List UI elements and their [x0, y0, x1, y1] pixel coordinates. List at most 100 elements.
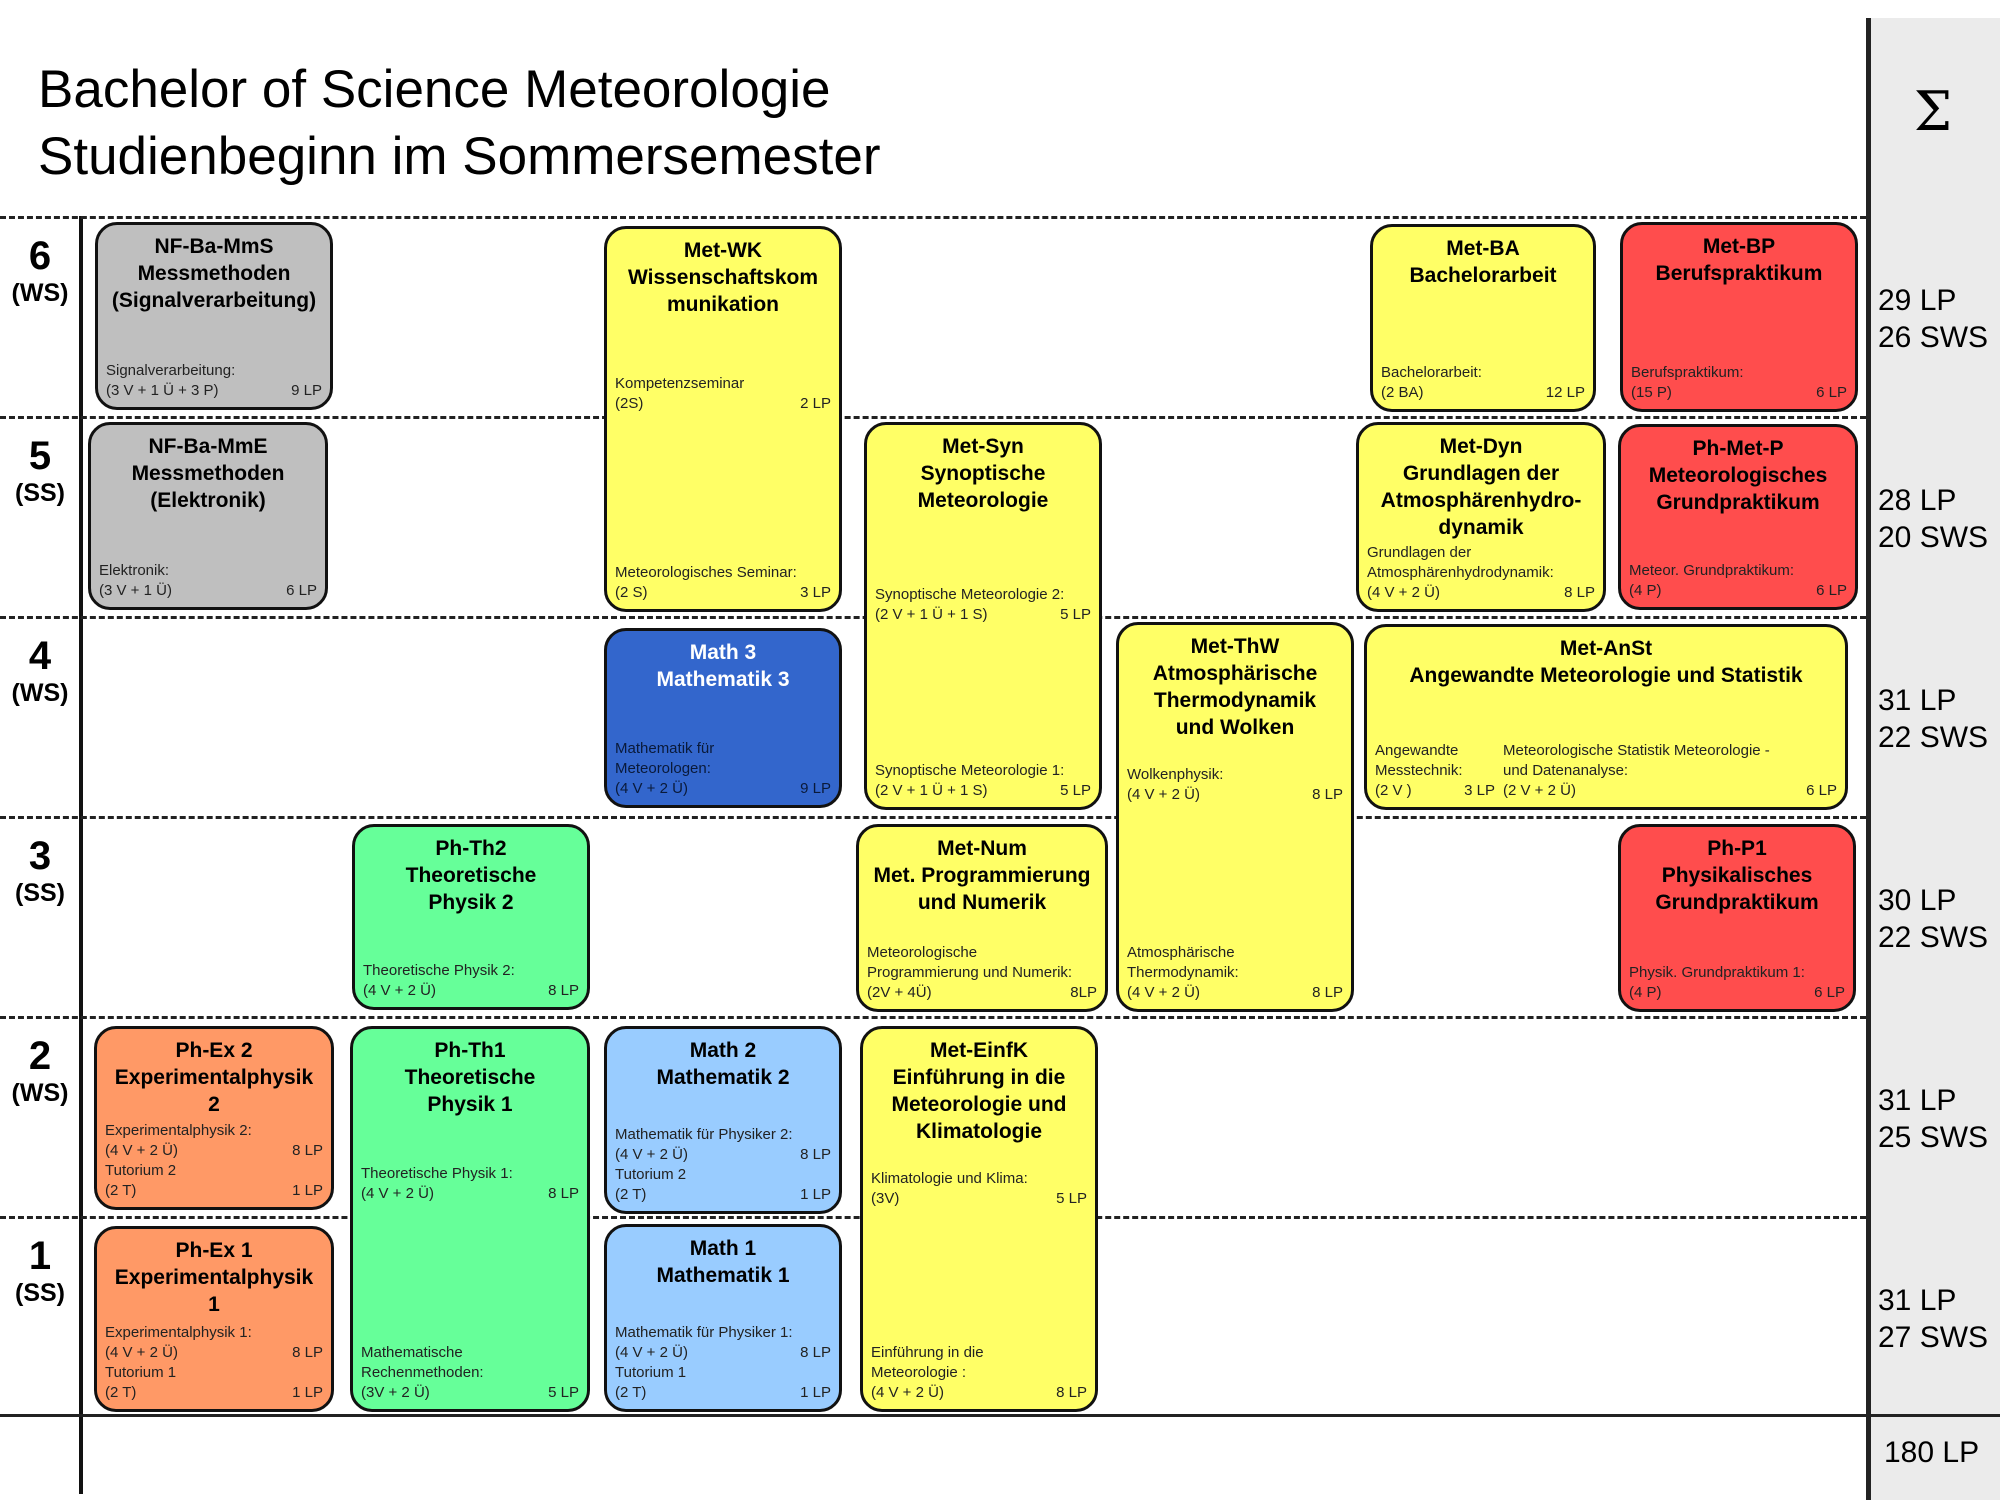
module-detail-text: Tutorium 2: [105, 1162, 177, 1179]
semester-divider: [0, 1016, 1866, 1019]
module-detail-credits: [827, 739, 831, 759]
module-detail-row: (4 V + 2 Ü)8 LP: [105, 1141, 323, 1161]
module-detail-credits: 8 LP: [1056, 1384, 1087, 1401]
module-detail-text: Rechenmethoden:: [361, 1364, 484, 1381]
module-detail-text: Synoptische Meteorologie 2:: [875, 586, 1065, 603]
semester-number: 1: [28, 1234, 52, 1278]
module-detail-credits: 6 LP: [286, 582, 317, 599]
module-title-line: Klimatologie: [915, 1120, 1042, 1143]
module-detail-row: (4 V + 2 Ü)8 LP: [1367, 583, 1595, 603]
module-title-line: Physik 2: [428, 891, 514, 914]
semester-sum-sws: 22 SWS: [1878, 721, 1989, 754]
module-detail-text: (2 V ): [1375, 782, 1412, 799]
module-title-line: Theoretische: [405, 864, 537, 887]
module-detail-text: Einführung in die: [871, 1344, 984, 1361]
module-title-line: Einführung in die: [892, 1066, 1066, 1089]
module-detail-text: Mathematische: [361, 1344, 463, 1361]
module-detail-text: Tutorium 2: [615, 1166, 687, 1183]
module-detail-text: Klimatologie und Klima:: [871, 1170, 1028, 1187]
semester-divider: [0, 416, 1866, 419]
module-details: Elektronik:(3 V + 1 Ü)6 LP: [99, 561, 317, 601]
module-detail-credits: [827, 1125, 831, 1145]
module-detail-credits: 9 LP: [800, 780, 831, 797]
module-detail-row: (4 V + 2 Ü)8 LP: [1127, 785, 1343, 805]
semester-sum: 31 LP 25 SWS: [1878, 1082, 1988, 1156]
module-title-line: Meteorologie: [917, 489, 1049, 512]
semester-label: 2 (WS): [0, 1034, 80, 1108]
module-detail-credits: 8 LP: [292, 1142, 323, 1159]
module-detail-row: Mathematik für Physiker 1:: [615, 1323, 831, 1343]
module-detail-credits: [319, 1121, 323, 1141]
module-detail-row: Theoretische Physik 1:: [361, 1164, 579, 1184]
module-code: Met-Num: [937, 837, 1027, 860]
module-detail-text: Mathematik für Physiker 2:: [615, 1126, 793, 1143]
module-detail-text: (3V + 2 Ü): [361, 1384, 430, 1401]
module-details: Theoretische Physik 1:(4 V + 2 Ü)8 LP: [361, 1164, 579, 1204]
module-detail-credits: [827, 374, 831, 394]
module-detail-credits: [1843, 363, 1847, 383]
module-detail-credits: 1 LP: [292, 1384, 323, 1401]
module-detail-row: (3 V + 1 Ü)6 LP: [99, 581, 317, 601]
module-detail-credits: 8 LP: [292, 1344, 323, 1361]
module-detail-text: (2 V + 1 Ü + 1 S): [875, 782, 988, 799]
semester-sum-sws: 22 SWS: [1878, 921, 1989, 954]
module-detail-row: (4 V + 2 Ü)8 LP: [871, 1383, 1087, 1403]
module-detail-row: Meteorologie :: [871, 1363, 1087, 1383]
module-detail-text: Berufspraktikum:: [1631, 364, 1744, 381]
module-code: Met-EinfK: [930, 1039, 1028, 1062]
module-detail-credits: [1087, 761, 1091, 781]
module-detail-credits: [575, 1164, 579, 1184]
semester-number: 2: [28, 1034, 52, 1078]
module-detail-text: (4 V + 2 Ü): [615, 780, 688, 797]
module-detail-row: Mathematische: [361, 1343, 579, 1363]
module-title-line: Thermodynamik: [1153, 689, 1317, 712]
module-detail-row: und Datenanalyse:: [1503, 761, 1837, 781]
module-detail-row: Meteorologisches Seminar:: [615, 563, 831, 583]
module-title-line: Grundpraktikum: [1655, 891, 1819, 914]
module-detail-text: Meteor. Grundpraktikum:: [1629, 562, 1795, 579]
module-detail-row: Atmosphärische: [1127, 943, 1343, 963]
module-code: NF-Ba-MmS: [154, 235, 274, 258]
module-code: Met-AnSt: [1559, 637, 1653, 660]
module-title-line: Grundpraktikum: [1656, 491, 1820, 514]
module-detail-credits: [1491, 741, 1495, 761]
module-detail-credits: 8 LP: [1312, 786, 1343, 803]
module-detail-credits: [318, 361, 322, 381]
module-detail-credits: 5 LP: [1060, 782, 1091, 799]
module-detail-row: Berufspraktikum:: [1631, 363, 1847, 383]
module-detail-credits: [827, 563, 831, 583]
module-detail-credits: [1093, 963, 1097, 983]
module-detail-credits: [313, 561, 317, 581]
semester-label: 1 (SS): [0, 1234, 80, 1308]
module-detail-credits: [1591, 543, 1595, 563]
module-title-line: Mathematik 1: [656, 1264, 790, 1287]
module-detail-text: (4 V + 2 Ü): [105, 1344, 178, 1361]
module-detail-credits: [1833, 761, 1837, 781]
module-detail-row: (4 V + 2 Ü) 9 LP: [615, 779, 831, 799]
module-detail-text: Atmosphärenhydrodynamik:: [1367, 564, 1554, 581]
module-detail-text: Kompetenzseminar: [615, 375, 745, 392]
module-details-secondary: Meteorologisches Seminar:(2 S)3 LP: [615, 563, 831, 603]
module-title-line: Physikalisches: [1661, 864, 1813, 887]
module-detail-row: (2 T)1 LP: [105, 1181, 323, 1201]
module-title-line: Met. Programmierung: [873, 864, 1091, 887]
semester-sum: 28 LP 20 SWS: [1878, 482, 1988, 556]
module-detail-text: Grundlagen der: [1367, 544, 1472, 561]
module-detail-credits: 9 LP: [291, 382, 322, 399]
semester-term: (SS): [15, 1279, 65, 1307]
